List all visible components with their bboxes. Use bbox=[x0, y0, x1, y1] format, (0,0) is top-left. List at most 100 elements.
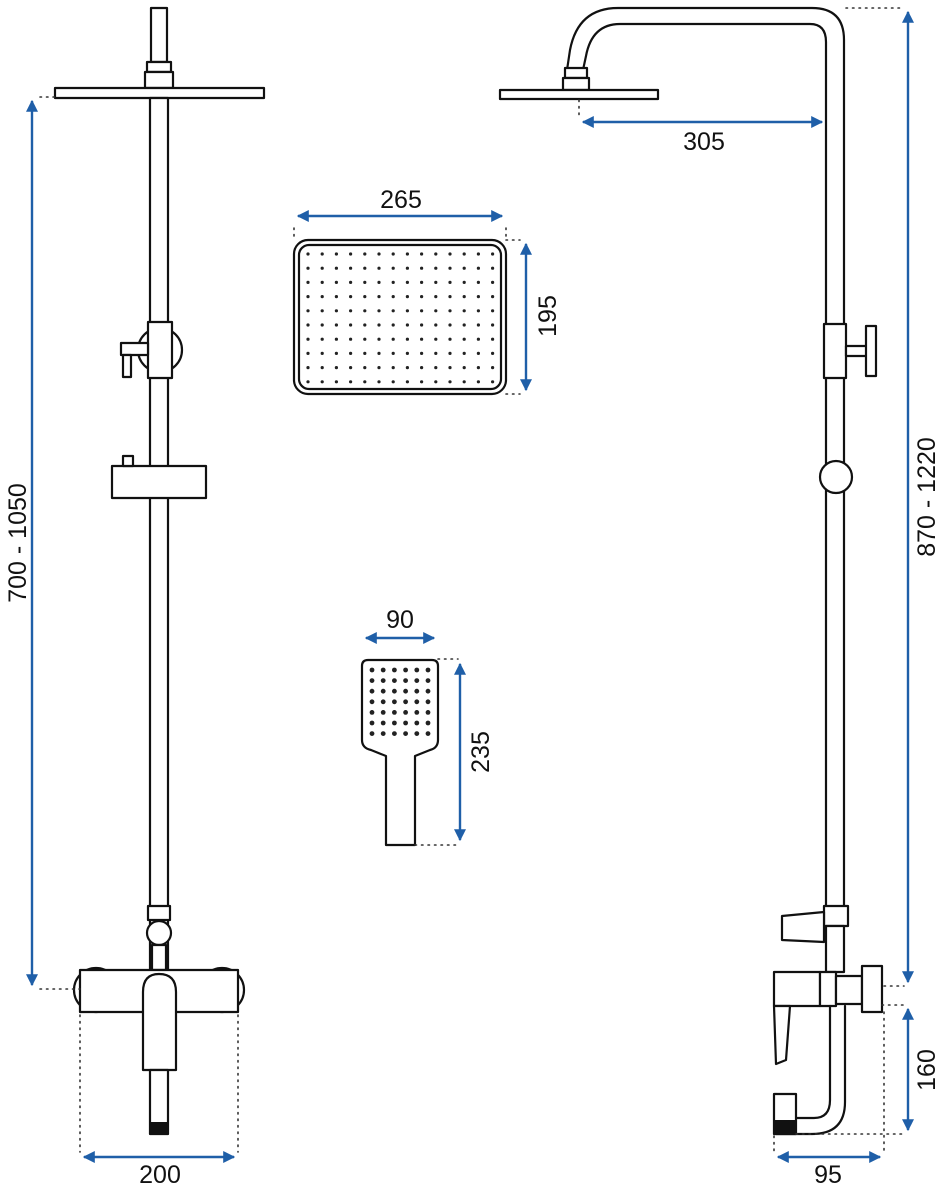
nozzle-dot bbox=[363, 366, 367, 370]
nozzle-dot bbox=[414, 731, 420, 736]
nozzle-dot bbox=[425, 731, 431, 736]
nozzle-dot bbox=[391, 351, 395, 355]
nozzle-dot bbox=[462, 351, 466, 355]
overhead-shower-head-plate bbox=[292, 238, 508, 396]
front-top-pipe bbox=[149, 6, 169, 64]
nozzle-dot bbox=[349, 309, 353, 313]
nozzle-dot bbox=[363, 295, 367, 299]
nozzle-dot bbox=[377, 323, 381, 327]
nozzle-dot bbox=[349, 351, 353, 355]
nozzle-dot bbox=[363, 380, 367, 384]
nozzle-dot bbox=[434, 280, 438, 284]
nozzle-dot bbox=[380, 699, 386, 705]
front-head-connector bbox=[145, 60, 173, 74]
nozzle-dot bbox=[434, 323, 438, 327]
nozzle-dot bbox=[476, 366, 480, 370]
nozzle-dot bbox=[306, 323, 310, 327]
nozzle-dot bbox=[414, 710, 420, 715]
nozzle-dot bbox=[420, 380, 424, 384]
nozzle-dot bbox=[320, 280, 324, 284]
nozzle-dot bbox=[369, 699, 375, 705]
nozzle-dot bbox=[363, 309, 367, 313]
side-head-connector bbox=[563, 66, 589, 80]
nozzle-dot bbox=[320, 252, 324, 256]
front-slide-holder bbox=[110, 454, 208, 500]
nozzle-dot bbox=[462, 366, 466, 370]
nozzle-dot bbox=[334, 266, 338, 270]
nozzle-dot bbox=[349, 366, 353, 370]
nozzle-dot bbox=[462, 380, 466, 384]
nozzle-dot bbox=[369, 720, 375, 726]
nozzle-dot bbox=[448, 380, 452, 384]
nozzle-dot bbox=[377, 295, 381, 299]
nozzle-dot bbox=[391, 252, 395, 256]
nozzle-dot bbox=[349, 266, 353, 270]
nozzle-dot bbox=[405, 266, 409, 270]
overhead-dimension-width: 265 bbox=[293, 186, 507, 241]
side-height-label: 870 - 1220 bbox=[913, 437, 940, 557]
nozzle-dot bbox=[448, 252, 452, 256]
front-view bbox=[53, 6, 266, 1136]
nozzle-dot bbox=[462, 337, 466, 341]
nozzle-dot bbox=[392, 710, 397, 715]
front-width-label: 200 bbox=[139, 1161, 181, 1183]
nozzle-dot bbox=[420, 266, 424, 270]
nozzle-dot bbox=[377, 280, 381, 284]
nozzle-dot bbox=[320, 366, 324, 370]
nozzle-dot bbox=[448, 266, 452, 270]
hand-shower-body bbox=[360, 658, 440, 847]
nozzle-dot bbox=[405, 380, 409, 384]
nozzle-dot bbox=[420, 252, 424, 256]
nozzle-dot bbox=[491, 252, 495, 256]
nozzle-dot bbox=[462, 309, 466, 313]
overhead-shower-head-inner bbox=[297, 243, 503, 391]
nozzle-dot bbox=[434, 266, 438, 270]
nozzle-dot bbox=[334, 337, 338, 341]
nozzle-dot bbox=[320, 337, 324, 341]
side-slide-holder bbox=[818, 459, 854, 495]
hand-nozzle-grid bbox=[369, 667, 431, 736]
nozzle-dot bbox=[320, 266, 324, 270]
nozzle-dot bbox=[414, 699, 420, 705]
front-height-dimension: 700 - 1050 bbox=[4, 96, 81, 990]
nozzle-dot bbox=[392, 731, 397, 736]
nozzle-dot bbox=[334, 323, 338, 327]
nozzle-dot bbox=[377, 252, 381, 256]
nozzle-dot bbox=[380, 710, 386, 715]
nozzle-dot bbox=[448, 351, 452, 355]
nozzle-dot bbox=[405, 295, 409, 299]
nozzle-dot bbox=[448, 309, 452, 313]
nozzle-dot bbox=[306, 280, 310, 284]
nozzle-dot bbox=[434, 380, 438, 384]
nozzle-dot bbox=[391, 280, 395, 284]
nozzle-dot bbox=[462, 295, 466, 299]
front-head-connector-lower bbox=[143, 70, 175, 90]
nozzle-dot bbox=[420, 323, 424, 327]
nozzle-dot bbox=[377, 309, 381, 313]
nozzle-dot bbox=[425, 688, 431, 694]
nozzle-dot bbox=[392, 667, 397, 673]
nozzle-dot bbox=[380, 731, 386, 736]
nozzle-dot bbox=[391, 337, 395, 341]
nozzle-dot bbox=[306, 380, 310, 384]
nozzle-dot bbox=[306, 252, 310, 256]
nozzle-dot bbox=[363, 252, 367, 256]
nozzle-dot bbox=[425, 667, 431, 673]
nozzle-dot bbox=[448, 337, 452, 341]
nozzle-dot bbox=[476, 323, 480, 327]
nozzle-dot bbox=[334, 295, 338, 299]
overhead-depth-label: 195 bbox=[534, 295, 562, 337]
nozzle-dot bbox=[420, 337, 424, 341]
nozzle-dot bbox=[491, 309, 495, 313]
nozzle-dot bbox=[462, 280, 466, 284]
nozzle-dot bbox=[363, 323, 367, 327]
nozzle-dot bbox=[448, 366, 452, 370]
nozzle-dot bbox=[380, 678, 386, 683]
nozzle-dot bbox=[306, 366, 310, 370]
nozzle-dot bbox=[334, 380, 338, 384]
side-diverter-knob bbox=[822, 322, 878, 380]
nozzle-dot bbox=[448, 295, 452, 299]
nozzle-dot bbox=[349, 280, 353, 284]
hand-dimension-length: 235 bbox=[414, 658, 495, 846]
